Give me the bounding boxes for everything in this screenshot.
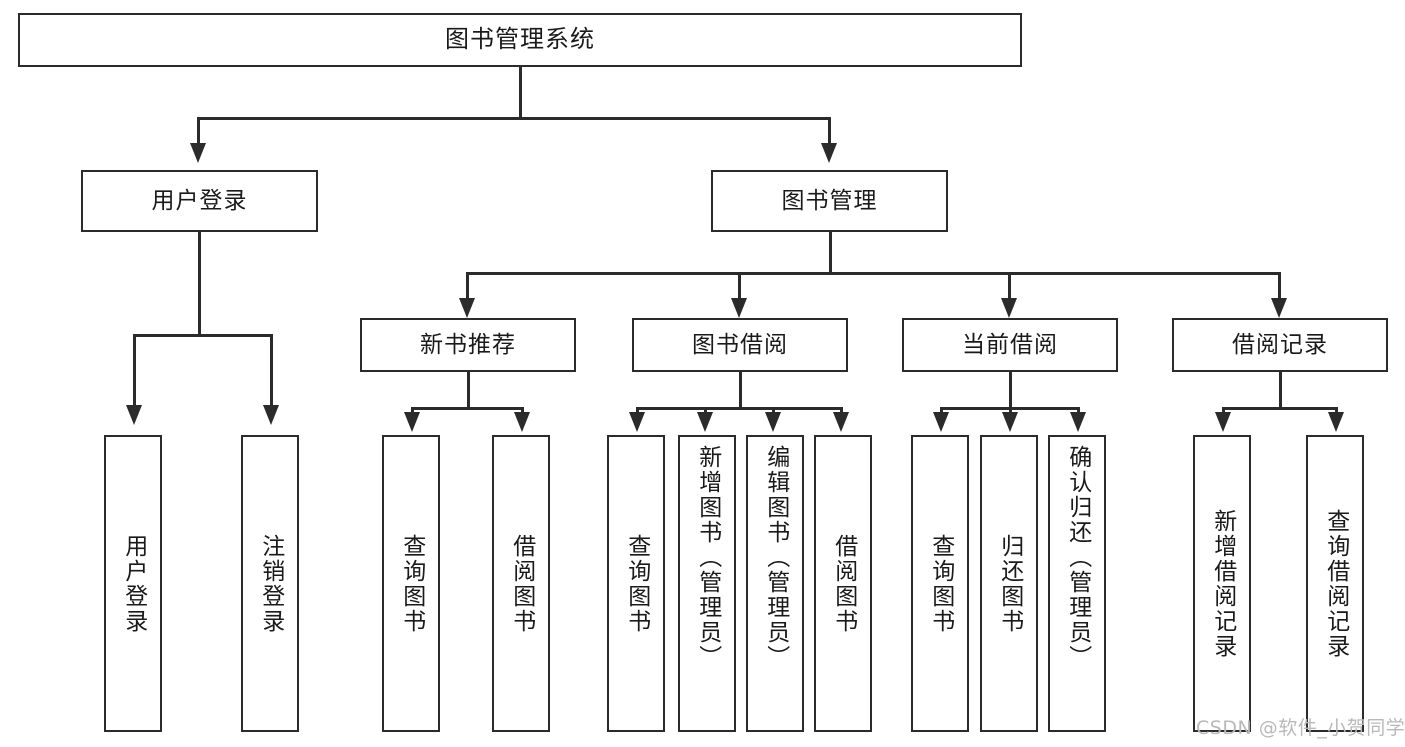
node-label: 新增图书（管理员） (694, 445, 721, 670)
connector-current-borrow-stem (1009, 372, 1012, 407)
leaf-logout[interactable]: 注销登录 (241, 435, 299, 732)
node-label: 查询借阅记录 (1322, 508, 1349, 659)
connector-drop-current-borrow (1008, 272, 1011, 300)
arrowhead-br-2 (1328, 412, 1344, 432)
connector-drop-new-book (466, 272, 469, 300)
arrowhead-book-manage (821, 143, 837, 163)
node-label: 用户登录 (151, 187, 248, 214)
arrowhead-cb-3 (1070, 412, 1086, 432)
node-borrow-records[interactable]: 借阅记录 (1172, 318, 1388, 372)
arrowhead-current-borrow (1001, 298, 1017, 318)
node-label: 借阅记录 (1232, 331, 1328, 358)
arrowhead-bb-1 (629, 412, 645, 432)
leaf-br-query-record[interactable]: 查询借阅记录 (1306, 435, 1364, 732)
connector-drop-leaf-user-login (133, 334, 136, 407)
node-current-borrow[interactable]: 当前借阅 (902, 318, 1118, 372)
arrowhead-cb-1 (933, 412, 949, 432)
connector-book-borrow-stem (739, 372, 742, 407)
csdn-watermark: CSDN @软件_小贺同学 (1196, 717, 1405, 739)
node-label: 用户登录 (120, 533, 147, 634)
connector-book-borrow-bus (636, 407, 842, 410)
node-label: 当前借阅 (962, 331, 1058, 358)
leaf-user-login[interactable]: 用户登录 (104, 435, 162, 732)
node-label: 编辑图书（管理员） (762, 445, 789, 670)
connector-new-book-stem (467, 372, 470, 407)
arrowhead-bb-3 (765, 412, 781, 432)
arrowhead-new-book (459, 298, 475, 318)
leaf-cb-return-book[interactable]: 归还图书 (980, 435, 1038, 732)
node-label: 图书借阅 (692, 331, 788, 358)
node-label: 确认归还（管理员） (1064, 445, 1091, 670)
connector-book-manage-stem (829, 232, 832, 272)
node-label: 图书管理系统 (445, 25, 595, 54)
arrowhead-book-borrow (731, 298, 747, 318)
leaf-bb-query-book[interactable]: 查询图书 (607, 435, 665, 732)
connector-drop-leaf-logout (270, 334, 273, 407)
node-label: 注销登录 (257, 533, 284, 634)
leaf-br-add-record[interactable]: 新增借阅记录 (1193, 435, 1251, 732)
leaf-nb-borrow-book[interactable]: 借阅图书 (492, 435, 550, 732)
arrowhead-bb-4 (833, 412, 849, 432)
arrowhead-leaf-logout (263, 405, 279, 425)
node-label: 图书管理 (781, 187, 878, 214)
leaf-bb-edit-book-admin[interactable]: 编辑图书（管理员） (746, 435, 804, 732)
node-label: 新书推荐 (420, 331, 516, 358)
node-root-system[interactable]: 图书管理系统 (18, 13, 1022, 67)
leaf-cb-confirm-return-admin[interactable]: 确认归还（管理员） (1048, 435, 1106, 732)
arrowhead-nb-1 (404, 412, 420, 432)
connector-drop-book-borrow (738, 272, 741, 300)
connector-borrow-records-bus (1222, 407, 1337, 410)
connector-user-login-bus (133, 334, 272, 337)
leaf-bb-add-book-admin[interactable]: 新增图书（管理员） (678, 435, 736, 732)
leaf-cb-query-book[interactable]: 查询图书 (911, 435, 969, 732)
connector-drop-user-login (197, 117, 200, 145)
node-label: 借阅图书 (508, 533, 535, 634)
node-new-book-recommend[interactable]: 新书推荐 (360, 318, 576, 372)
node-label: 借阅图书 (830, 533, 857, 634)
connector-borrow-records-stem (1279, 372, 1282, 407)
leaf-bb-borrow-book[interactable]: 借阅图书 (814, 435, 872, 732)
node-label: 查询图书 (927, 533, 954, 634)
arrowhead-cb-2 (1002, 412, 1018, 432)
node-user-login[interactable]: 用户登录 (81, 170, 318, 232)
node-book-management[interactable]: 图书管理 (711, 170, 948, 232)
node-label: 查询图书 (623, 533, 650, 634)
connector-book-manage-bus (466, 272, 1280, 275)
node-label: 查询图书 (398, 533, 425, 634)
connector-drop-borrow-records (1278, 272, 1281, 300)
node-label: 新增借阅记录 (1209, 508, 1236, 659)
arrowhead-br-1 (1215, 412, 1231, 432)
connector-root-stem (519, 67, 522, 117)
leaf-nb-query-book[interactable]: 查询图书 (382, 435, 440, 732)
arrowhead-leaf-user-login (126, 405, 142, 425)
node-book-borrow[interactable]: 图书借阅 (632, 318, 848, 372)
arrowhead-borrow-records (1271, 298, 1287, 318)
arrowhead-user-login (190, 143, 206, 163)
arrowhead-nb-2 (514, 412, 530, 432)
connector-user-login-stem (198, 232, 201, 334)
arrowhead-bb-2 (697, 412, 713, 432)
node-label: 归还图书 (996, 533, 1023, 634)
connector-new-book-bus (411, 407, 523, 410)
connector-drop-book-manage (828, 117, 831, 145)
connector-root-bus (197, 117, 830, 120)
